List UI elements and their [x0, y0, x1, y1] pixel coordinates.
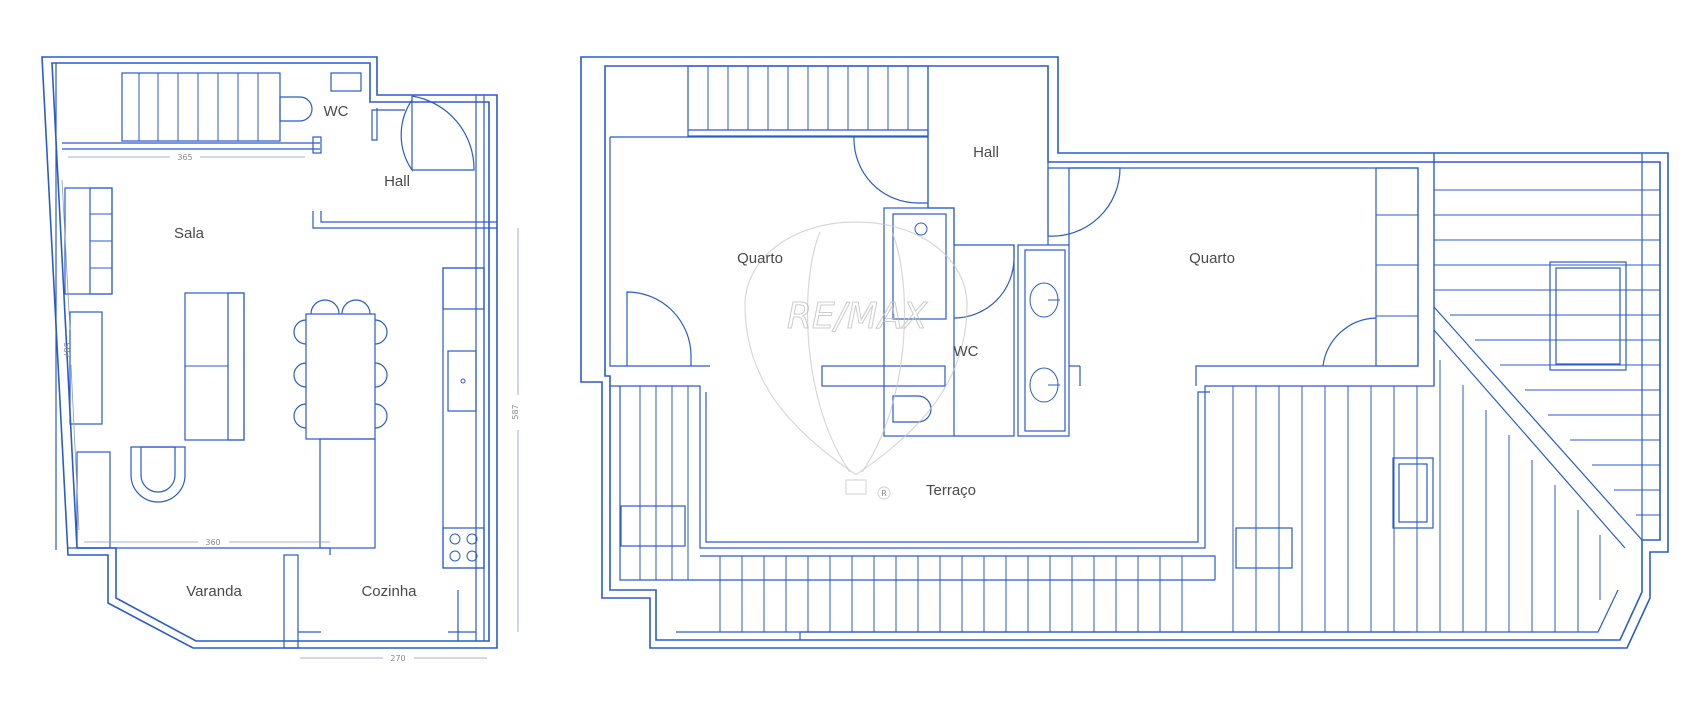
wc-lower [279, 72, 405, 141]
toilet-icon-upper [892, 395, 932, 423]
vanity [1017, 244, 1070, 437]
sofa-left [64, 187, 113, 295]
room-label-wc: WC [324, 103, 349, 120]
shower-icon [892, 213, 947, 320]
bedroom-right-wall [1068, 167, 1419, 386]
dim-below: 270 [390, 654, 405, 663]
toilet-icon [279, 96, 313, 122]
wardrobe [1375, 167, 1419, 367]
bedroom-left-door-2 [853, 136, 928, 204]
inner-wall-upper [604, 65, 1661, 641]
staircase [62, 72, 322, 154]
terrace [610, 153, 1660, 640]
sofa-center [184, 292, 245, 441]
room-label-hall-upper: Hall [973, 144, 999, 161]
balcony-wall [68, 547, 331, 555]
room-label-cozinha: Cozinha [361, 583, 417, 600]
room-label-wc-upper: WC [954, 343, 979, 360]
bedroom-left-door [626, 291, 692, 366]
sideboard [69, 311, 103, 425]
cooktop-icon [442, 527, 485, 569]
hall-partition [312, 211, 497, 229]
planter-2 [1392, 457, 1434, 529]
outer-wall-upper [580, 56, 1669, 649]
kitchen-counter [442, 267, 485, 569]
inner-wall-line [51, 62, 490, 642]
hall-upper-door [1047, 167, 1121, 237]
watermark-registered: R [881, 489, 887, 498]
planter [1235, 527, 1293, 569]
floor-plan-upper: RE/MAX R Hall Quarto Quarto WC Terraço [580, 56, 1669, 649]
room-label-quarto-right: Quarto [1189, 250, 1235, 267]
bedroom-right-door [1322, 317, 1377, 367]
armchair [130, 446, 186, 503]
hall-door-swing [411, 95, 475, 171]
hall-door [400, 96, 413, 172]
room-label-terraco: Terraço [926, 482, 976, 499]
cabinet [76, 451, 111, 549]
watermark-text: RE/MAX [787, 296, 929, 337]
dim-bottom: 360 [205, 538, 220, 547]
bedroom-left-wall [609, 137, 710, 367]
room-label-sala: Sala [174, 225, 205, 242]
skylight [1549, 261, 1627, 371]
remax-watermark: RE/MAX R [744, 221, 968, 500]
staircase-upper [610, 65, 929, 208]
dim-top: 365 [177, 153, 192, 162]
room-label-quarto-left: Quarto [737, 250, 783, 267]
floor-plan-lower: 365 360 587 587 270 WC Hall Sala Varanda… [41, 56, 520, 663]
kitchen-island [319, 438, 376, 549]
dim-left: 587 [62, 342, 71, 357]
outer-wall [41, 56, 498, 649]
dim-right: 587 [511, 404, 520, 419]
sink-icon [447, 350, 477, 412]
room-label-varanda: Varanda [186, 583, 242, 600]
room-label-hall: Hall [384, 173, 410, 190]
balcony-divider [283, 554, 299, 649]
dining-table [293, 299, 388, 440]
